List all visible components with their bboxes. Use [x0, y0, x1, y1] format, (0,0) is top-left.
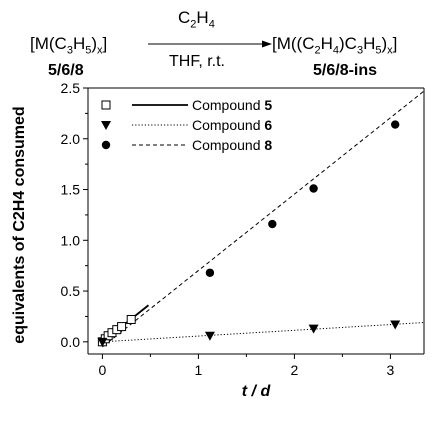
legend-marker: [101, 121, 111, 130]
legend-label: Compound 8: [192, 137, 272, 153]
data-point: [204, 331, 215, 341]
fit-line: [102, 90, 425, 348]
x-tick-label: 2: [291, 362, 299, 378]
reaction-scheme: [M(C3H5)x] 5/6/8 C2H4 THF, r.t. [M((C2H4…: [0, 0, 432, 90]
data-point: [268, 219, 277, 229]
y-tick-label: 2.0: [61, 131, 81, 147]
product-formula: [M((C2H4)C3H5)x]: [272, 34, 398, 57]
x-tick-label: 1: [195, 362, 203, 378]
data-point: [390, 320, 401, 330]
consumption-chart: 0 1 2 3 0.0 0.5 1.0 1.5 2.0 2.5 t / d equivalents…: [11, 80, 425, 400]
data-point: [391, 120, 400, 129]
legend-label: Compound 6: [192, 117, 272, 133]
product-label: 5/6/8-ins: [313, 62, 378, 79]
data-point: [309, 184, 318, 193]
x-tick-label: 0: [99, 362, 107, 378]
fit-line: [102, 322, 425, 343]
y-tick-label: 1.0: [61, 232, 81, 248]
data-point: [205, 268, 215, 277]
y-axis-label: equivalents of C2H4 consumed: [11, 106, 28, 343]
y-tick-label: 2.5: [61, 80, 81, 96]
legend: Compound 5 Compound 6 Compound 8: [101, 97, 272, 153]
x-axis-label: t / d: [242, 383, 272, 400]
reagent-formula: C2H4: [178, 8, 215, 31]
data-point: [117, 322, 127, 332]
x-tick-label: 3: [387, 362, 395, 378]
legend-marker: [101, 100, 111, 110]
y-tick-label: 1.5: [61, 182, 81, 198]
data-point: [97, 337, 108, 347]
legend-marker: [101, 140, 111, 150]
reaction-conditions: THF, r.t.: [169, 53, 225, 70]
data-points: [97, 120, 401, 347]
plot-frame: [87, 87, 425, 355]
legend-label: Compound 5: [192, 97, 272, 113]
y-tick-label: 0.0: [61, 334, 81, 350]
reaction-arrow: [148, 40, 272, 48]
reactant-formula: [M(C3H5)x]: [30, 34, 108, 57]
axis-ticks: 0 1 2 3 0.0 0.5 1.0 1.5 2.0 2.5: [61, 80, 395, 378]
data-point: [126, 314, 136, 324]
data-point: [308, 324, 319, 334]
y-tick-label: 0.5: [61, 283, 81, 299]
reactant-label: 5/6/8: [48, 62, 84, 79]
